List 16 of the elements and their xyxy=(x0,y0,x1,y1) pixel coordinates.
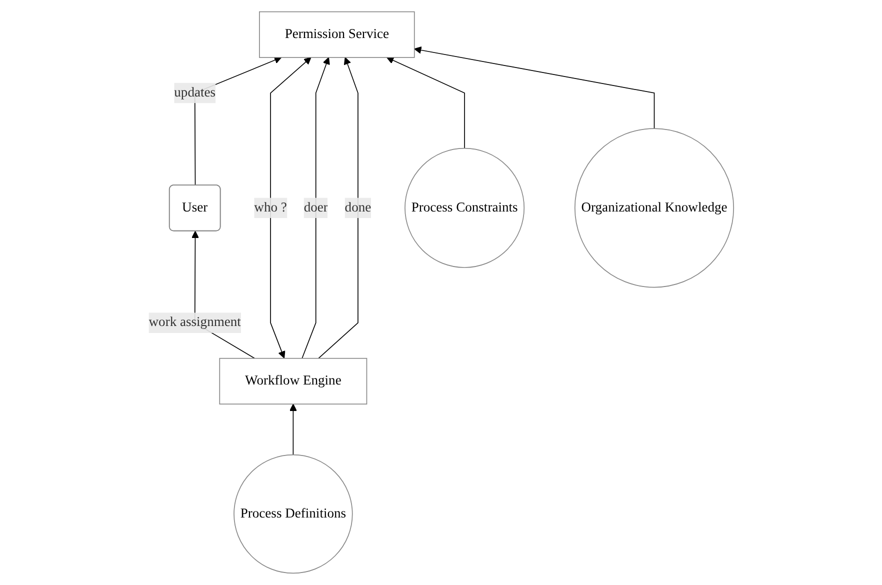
arrow xyxy=(270,57,312,358)
node-box: Permission Service xyxy=(258,11,415,58)
arrow xyxy=(289,404,297,456)
arrow xyxy=(414,46,654,129)
node-circle: Process Definitions xyxy=(233,454,353,574)
edge-label: who ? xyxy=(254,200,287,215)
node-circle: Organizational Knowledge xyxy=(574,128,734,288)
edge-label: updates xyxy=(174,85,216,100)
edge-label: done xyxy=(344,200,371,215)
arrow xyxy=(386,56,465,149)
arrow xyxy=(301,57,330,359)
arrow xyxy=(318,57,358,359)
node-circle: Process Constraints xyxy=(404,148,524,268)
edge-label: doer xyxy=(304,200,328,215)
edge-label: work assignment xyxy=(148,315,241,330)
node-box: Workflow Engine xyxy=(219,358,367,404)
